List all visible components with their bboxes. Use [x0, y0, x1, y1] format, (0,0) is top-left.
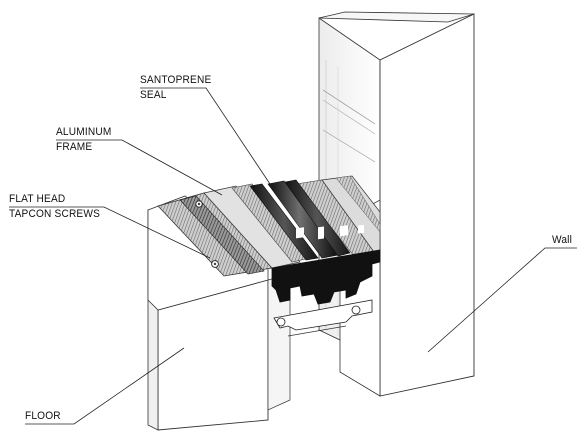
extrusion-profile	[271, 224, 381, 337]
floor-leader	[25, 347, 185, 425]
floor-label: FLOOR	[25, 410, 61, 422]
frame-leader	[56, 139, 223, 196]
seal-label-line-2: SEAL	[140, 88, 167, 101]
santoprene-seal-label: SANTOPRENE SEAL	[140, 73, 211, 103]
tapcon-screws-label: FLAT HEAD TAPCON SCREWS	[9, 192, 100, 222]
screws-label-line-2: TAPCON SCREWS	[9, 207, 101, 220]
aluminum-frame-label: ALUMINUM FRAME	[56, 125, 111, 155]
frame-label-line-1: ALUMINUM	[56, 126, 112, 138]
frame-label-line-2: FRAME	[56, 140, 93, 153]
wall-leader	[427, 247, 577, 353]
aluminum-frame	[147, 175, 381, 311]
leader-lines	[9, 87, 577, 425]
seal-leader	[140, 87, 273, 188]
floor-block	[147, 209, 291, 431]
seal-label-line-1: SANTOPRENE	[140, 74, 212, 86]
screws-leader	[9, 206, 211, 259]
wall-label: Wall	[552, 234, 573, 246]
screws-label-line-1: FLAT HEAD	[9, 193, 66, 205]
